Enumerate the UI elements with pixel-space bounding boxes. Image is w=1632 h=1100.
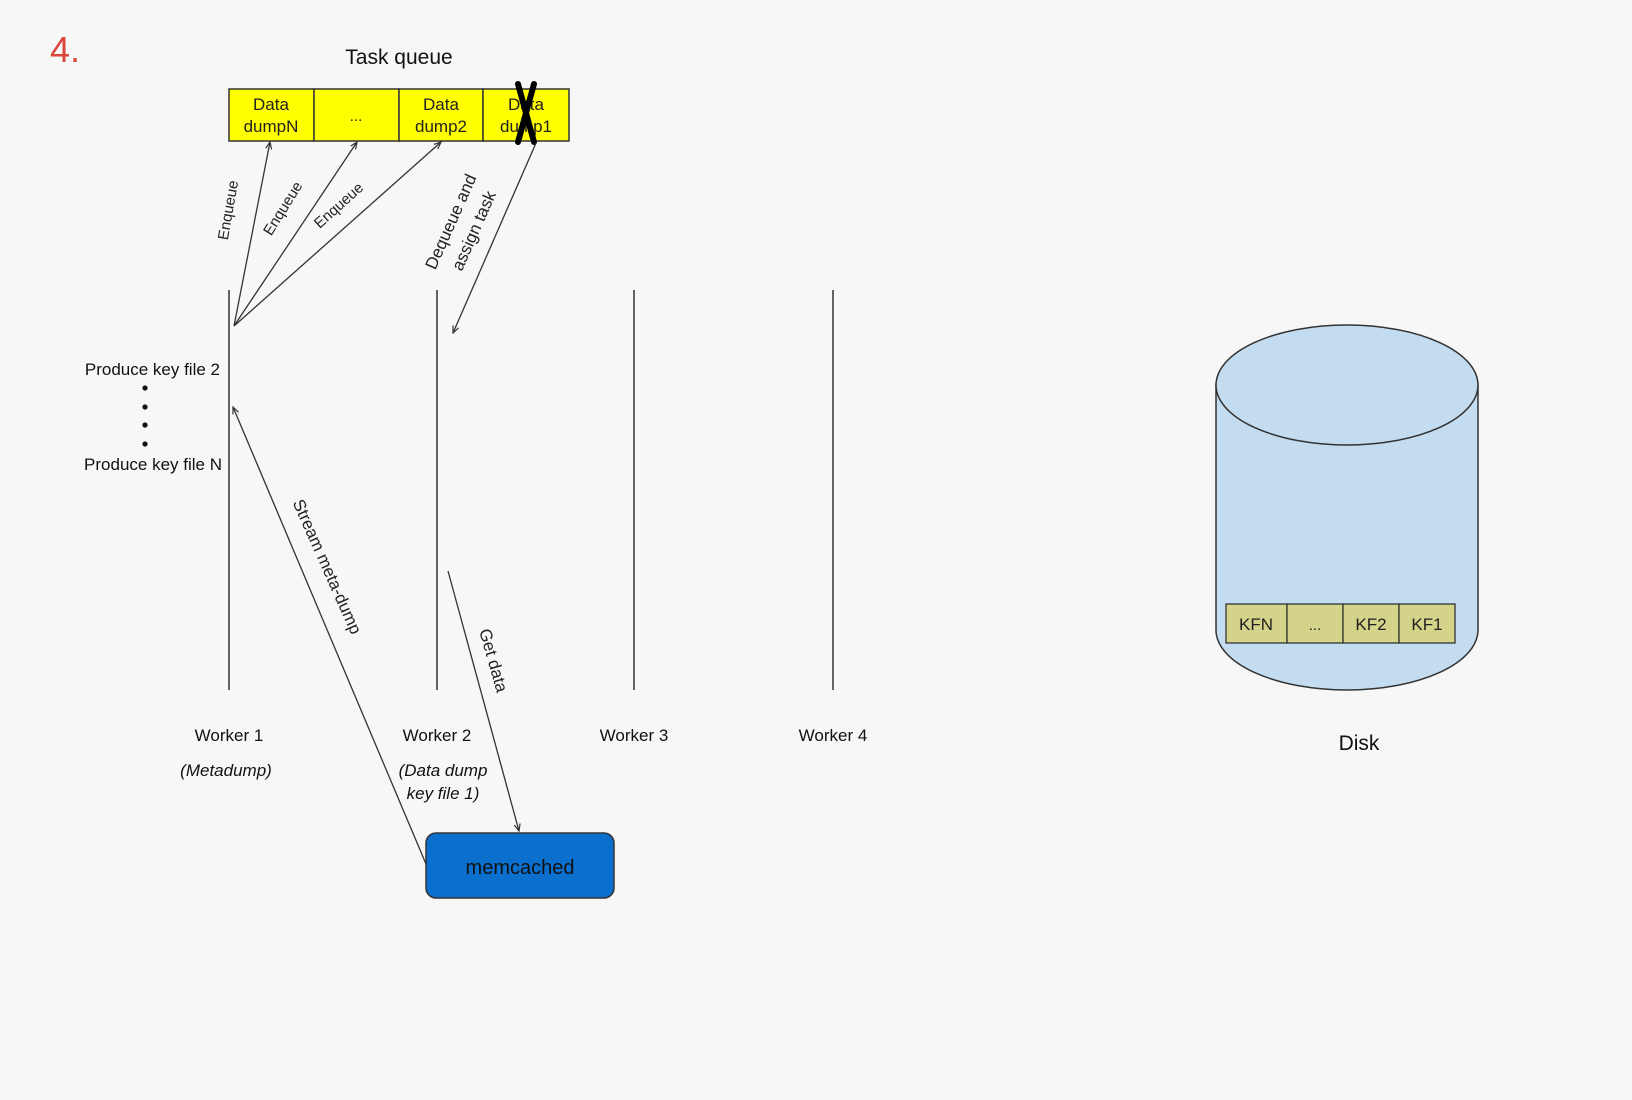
queue-slot-label-line2: dumpN (244, 117, 299, 136)
worker-4-name: Worker 4 (799, 726, 868, 745)
enqueue-arrow-dumpN (233, 142, 270, 327)
vertical-ellipsis-icon (142, 385, 148, 447)
removed-x-icon (515, 81, 537, 145)
enqueue-arrow-ellipsis (233, 142, 357, 327)
get-data-arrow (447, 570, 519, 831)
disk-file-label: KFN (1239, 615, 1273, 634)
disk-cylinder: KFN ... KF2 KF1 (1215, 324, 1479, 691)
disk-file-label: KF1 (1411, 615, 1442, 634)
queue-slot-label-line2: dump2 (415, 117, 467, 136)
disk-label: Disk (1339, 732, 1380, 755)
produce-key-file-last: Produce key file N (84, 455, 222, 474)
disk-file-label: KF2 (1355, 615, 1386, 634)
stream-arrow (233, 407, 427, 865)
disk-key-files: KFN ... KF2 KF1 (1225, 603, 1456, 644)
worker-1-name: Worker 1 (195, 726, 264, 745)
queue-slot-label-line1: Data (423, 95, 459, 114)
disk-file-label: ... (1309, 617, 1322, 634)
queue-slot-ellipsis: ... (313, 88, 400, 142)
worker-1-role: (Metadump) (180, 761, 272, 780)
queue-slot-label-line1: Data (253, 95, 289, 114)
disk-file-kf2: KF2 (1342, 603, 1400, 644)
task-queue-title: Task queue (345, 46, 452, 69)
memcached-label: memcached (466, 857, 575, 879)
disk-file-kfn: KFN (1225, 603, 1288, 644)
queue-slot-dump2: Data dump2 (398, 88, 484, 142)
produce-key-file-first: Produce key file 2 (85, 360, 220, 379)
queue-slot-label-line2: dump1 (500, 117, 552, 136)
worker-2-name: Worker 2 (403, 726, 472, 745)
enqueue-arrows (233, 142, 441, 327)
get-data-label: Get data (475, 627, 511, 695)
queue-slot-label-line1: ... (350, 108, 363, 125)
worker-lifelines (228, 290, 834, 690)
disk-top (1215, 324, 1479, 446)
worker-2-role-line2: key file 1) (407, 784, 480, 803)
enqueue-label-1: Enqueue (215, 179, 242, 241)
enqueue-arrow-dump2 (233, 142, 441, 327)
dequeue-arrow (453, 142, 537, 333)
disk-file-ellipsis: ... (1286, 603, 1344, 644)
disk-file-kf1: KF1 (1398, 603, 1456, 644)
worker-2-role-line1: (Data dump (399, 761, 488, 780)
enqueue-label-3: Enqueue (311, 179, 367, 232)
step-number: 4. (50, 29, 80, 70)
enqueue-label-2: Enqueue (260, 179, 306, 239)
memcached-node: memcached (425, 832, 615, 899)
task-queue: Data dumpN ... Data dump2 Data dump1 (228, 81, 570, 145)
worker-3-name: Worker 3 (600, 726, 669, 745)
queue-slot-dumpN: Data dumpN (228, 88, 315, 142)
